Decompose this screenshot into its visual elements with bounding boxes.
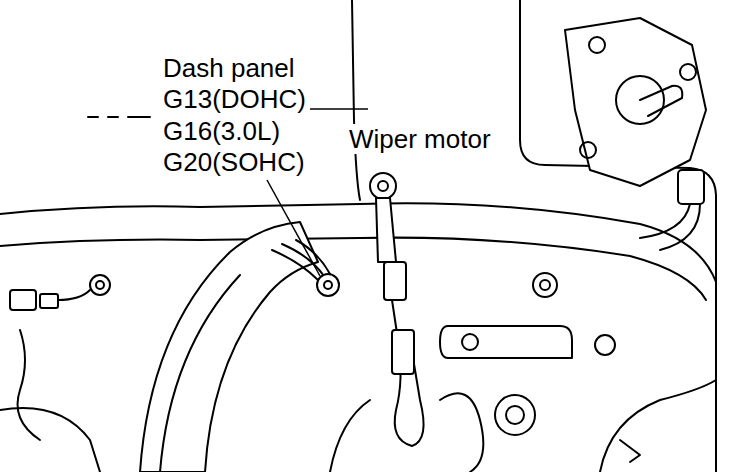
leader-line xyxy=(267,180,320,276)
part-label: G16(3.0L) xyxy=(161,116,282,146)
connector xyxy=(678,170,704,204)
ground-strap xyxy=(376,198,396,262)
wiper-link xyxy=(640,86,682,116)
wire xyxy=(660,204,700,250)
bracket-hole xyxy=(680,64,696,80)
leader-line xyxy=(310,108,368,110)
ground-bolt xyxy=(324,281,332,289)
hole xyxy=(495,395,535,435)
bracket-hole xyxy=(589,37,605,53)
hole xyxy=(595,335,615,355)
ground-bolt xyxy=(378,181,388,191)
ground-wire xyxy=(296,240,330,274)
part-label: G13(DOHC) xyxy=(161,84,308,114)
ground-bolt xyxy=(317,274,339,296)
hole xyxy=(506,406,524,424)
body-line xyxy=(0,408,100,472)
connector xyxy=(10,290,36,310)
connector xyxy=(392,330,414,374)
body-line xyxy=(620,440,640,462)
body-line xyxy=(330,400,370,472)
panel-edge xyxy=(352,0,360,200)
ground-bolt xyxy=(370,173,396,199)
wiper-bracket xyxy=(565,18,706,186)
wire xyxy=(58,290,90,300)
dash-mark xyxy=(88,116,98,118)
bolt xyxy=(462,334,478,350)
body-line xyxy=(440,393,483,472)
hole xyxy=(540,280,550,290)
body-line xyxy=(18,330,41,440)
hose-line xyxy=(160,275,240,472)
wire xyxy=(392,300,424,446)
ground-wire xyxy=(272,250,318,280)
bracket-hole xyxy=(580,142,596,158)
connector xyxy=(384,262,406,300)
body-line xyxy=(600,380,716,472)
bracket xyxy=(440,326,572,358)
hose xyxy=(140,222,318,472)
harness xyxy=(0,203,716,282)
part-label: G20(SOHC) xyxy=(161,147,307,177)
hole xyxy=(533,273,557,297)
bolt xyxy=(96,281,104,289)
dash-mark xyxy=(128,116,150,118)
part-label: Dash panel xyxy=(161,53,297,83)
panel-edge xyxy=(520,0,716,472)
dash-mark xyxy=(108,116,118,118)
connector xyxy=(40,294,58,308)
bolt xyxy=(90,275,110,295)
part-label: Wiper motor xyxy=(347,124,493,154)
harness xyxy=(0,238,706,300)
